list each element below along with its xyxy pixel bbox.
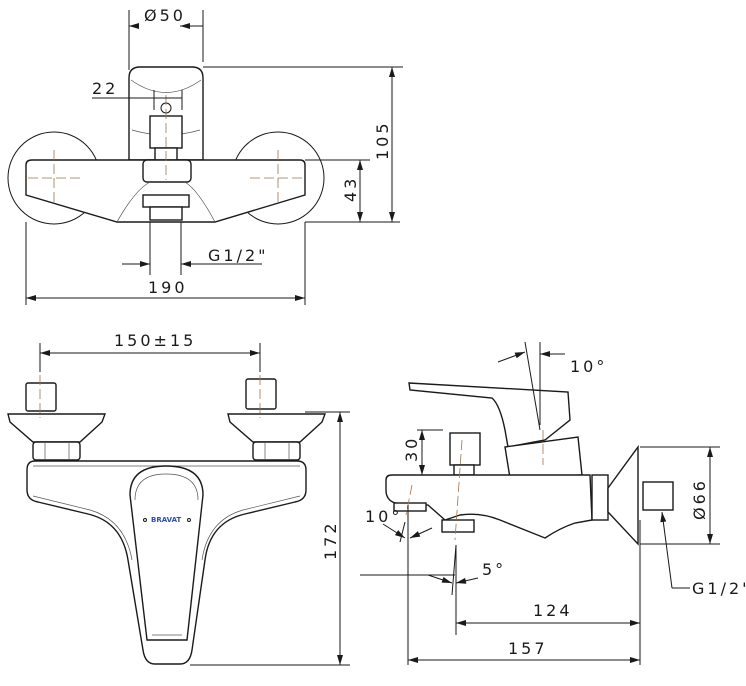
side-nut [591, 474, 609, 521]
dim-172: 172 [321, 520, 340, 560]
dim-157: 157 [508, 639, 548, 658]
dim-angle-lever: 10° [570, 357, 607, 376]
dim-diameter-66: Ø66 [690, 478, 709, 520]
dim-angle-outlet: 5° [482, 560, 506, 579]
side-lever [408, 382, 571, 448]
side-flange [607, 444, 639, 546]
dim-thread-top: G1/2" [208, 246, 269, 265]
dim-190: 190 [148, 278, 188, 297]
inlet-fitting [642, 481, 674, 511]
dim-22: 22 [92, 79, 118, 98]
right-inlet [227, 378, 327, 461]
lever-handle [129, 465, 204, 641]
side-view: 10° 30 10° 5° Ø66 G1/2' 124 157 [360, 341, 746, 665]
dim-30: 30 [402, 436, 421, 462]
body-top [25, 159, 306, 223]
dim-105: 105 [373, 120, 392, 160]
top-view: Ø50 22 105 43 G1/2" 190 [7, 6, 403, 305]
side-body [385, 474, 593, 539]
dim-43: 43 [341, 176, 360, 202]
dim-150-15: 150±15 [114, 331, 196, 350]
left-inlet [7, 382, 107, 461]
dim-diameter-50: Ø50 [144, 6, 186, 25]
dim-thread-side: G1/2' [692, 579, 746, 598]
dim-124: 124 [533, 601, 573, 620]
brand-logo: BRAVAT [151, 516, 181, 524]
dim-angle-spout: 10° [365, 507, 402, 526]
front-view: BRAVAT 150±15 172 [7, 331, 350, 666]
